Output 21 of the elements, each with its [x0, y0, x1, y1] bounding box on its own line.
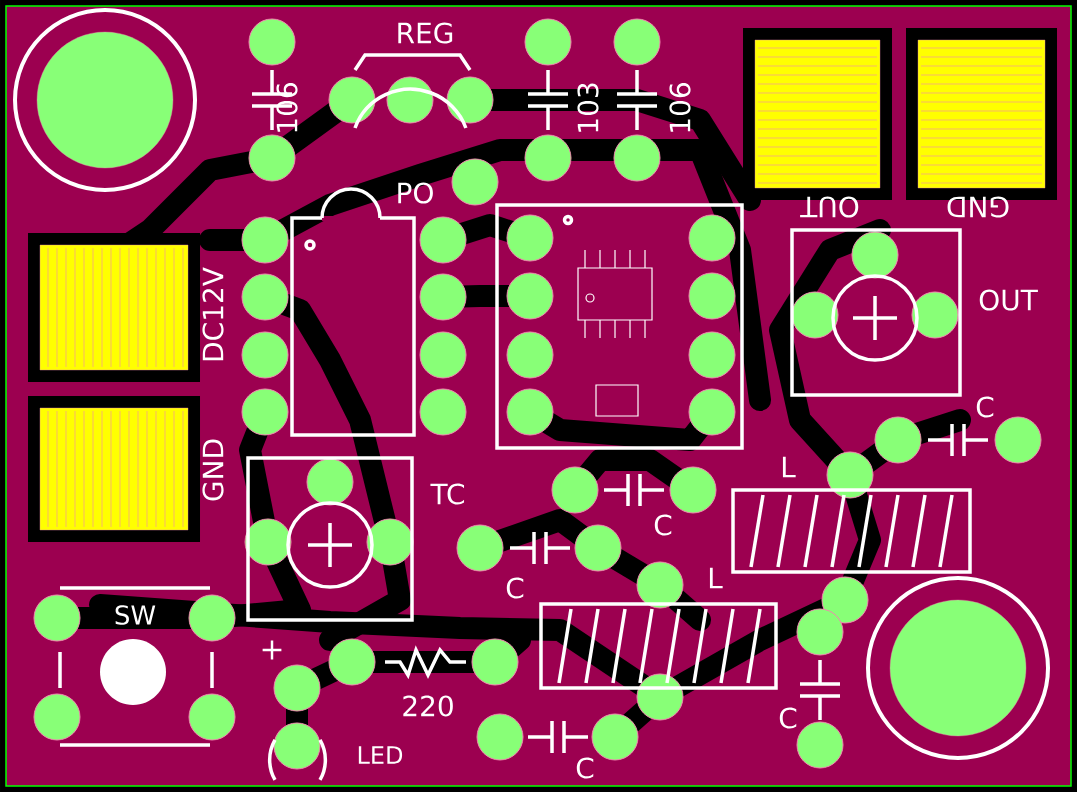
silkscreen-label: L [709, 567, 723, 589]
silkscreen-label: PO [398, 182, 433, 204]
silkscreen-label: 220 [403, 695, 453, 717]
silkscreen-label: C [976, 396, 994, 418]
silkscreen-label: L [782, 456, 796, 478]
silkscreen-label: LED [358, 746, 403, 764]
silkscreen-label: SW [115, 605, 156, 625]
silkscreen-label: GND [202, 439, 224, 501]
silkscreen-label: OUT [800, 196, 859, 218]
silkscreen-label: TC [430, 483, 464, 505]
silkscreen-label: REG [398, 22, 453, 44]
silkscreen-label: + [262, 640, 282, 660]
silkscreen-label: C [506, 577, 524, 599]
silkscreen-label: GND [947, 196, 1009, 218]
silkscreen-label: DC12V [202, 267, 224, 361]
silkscreen-label: 103 [577, 83, 599, 132]
silkscreen-label: 106 [669, 83, 691, 132]
silkscreen-label: C [654, 514, 672, 536]
silkscreen-label: C [576, 757, 594, 779]
silkscreen-label: C [779, 707, 797, 729]
silkscreen-label: OUT [979, 289, 1038, 311]
